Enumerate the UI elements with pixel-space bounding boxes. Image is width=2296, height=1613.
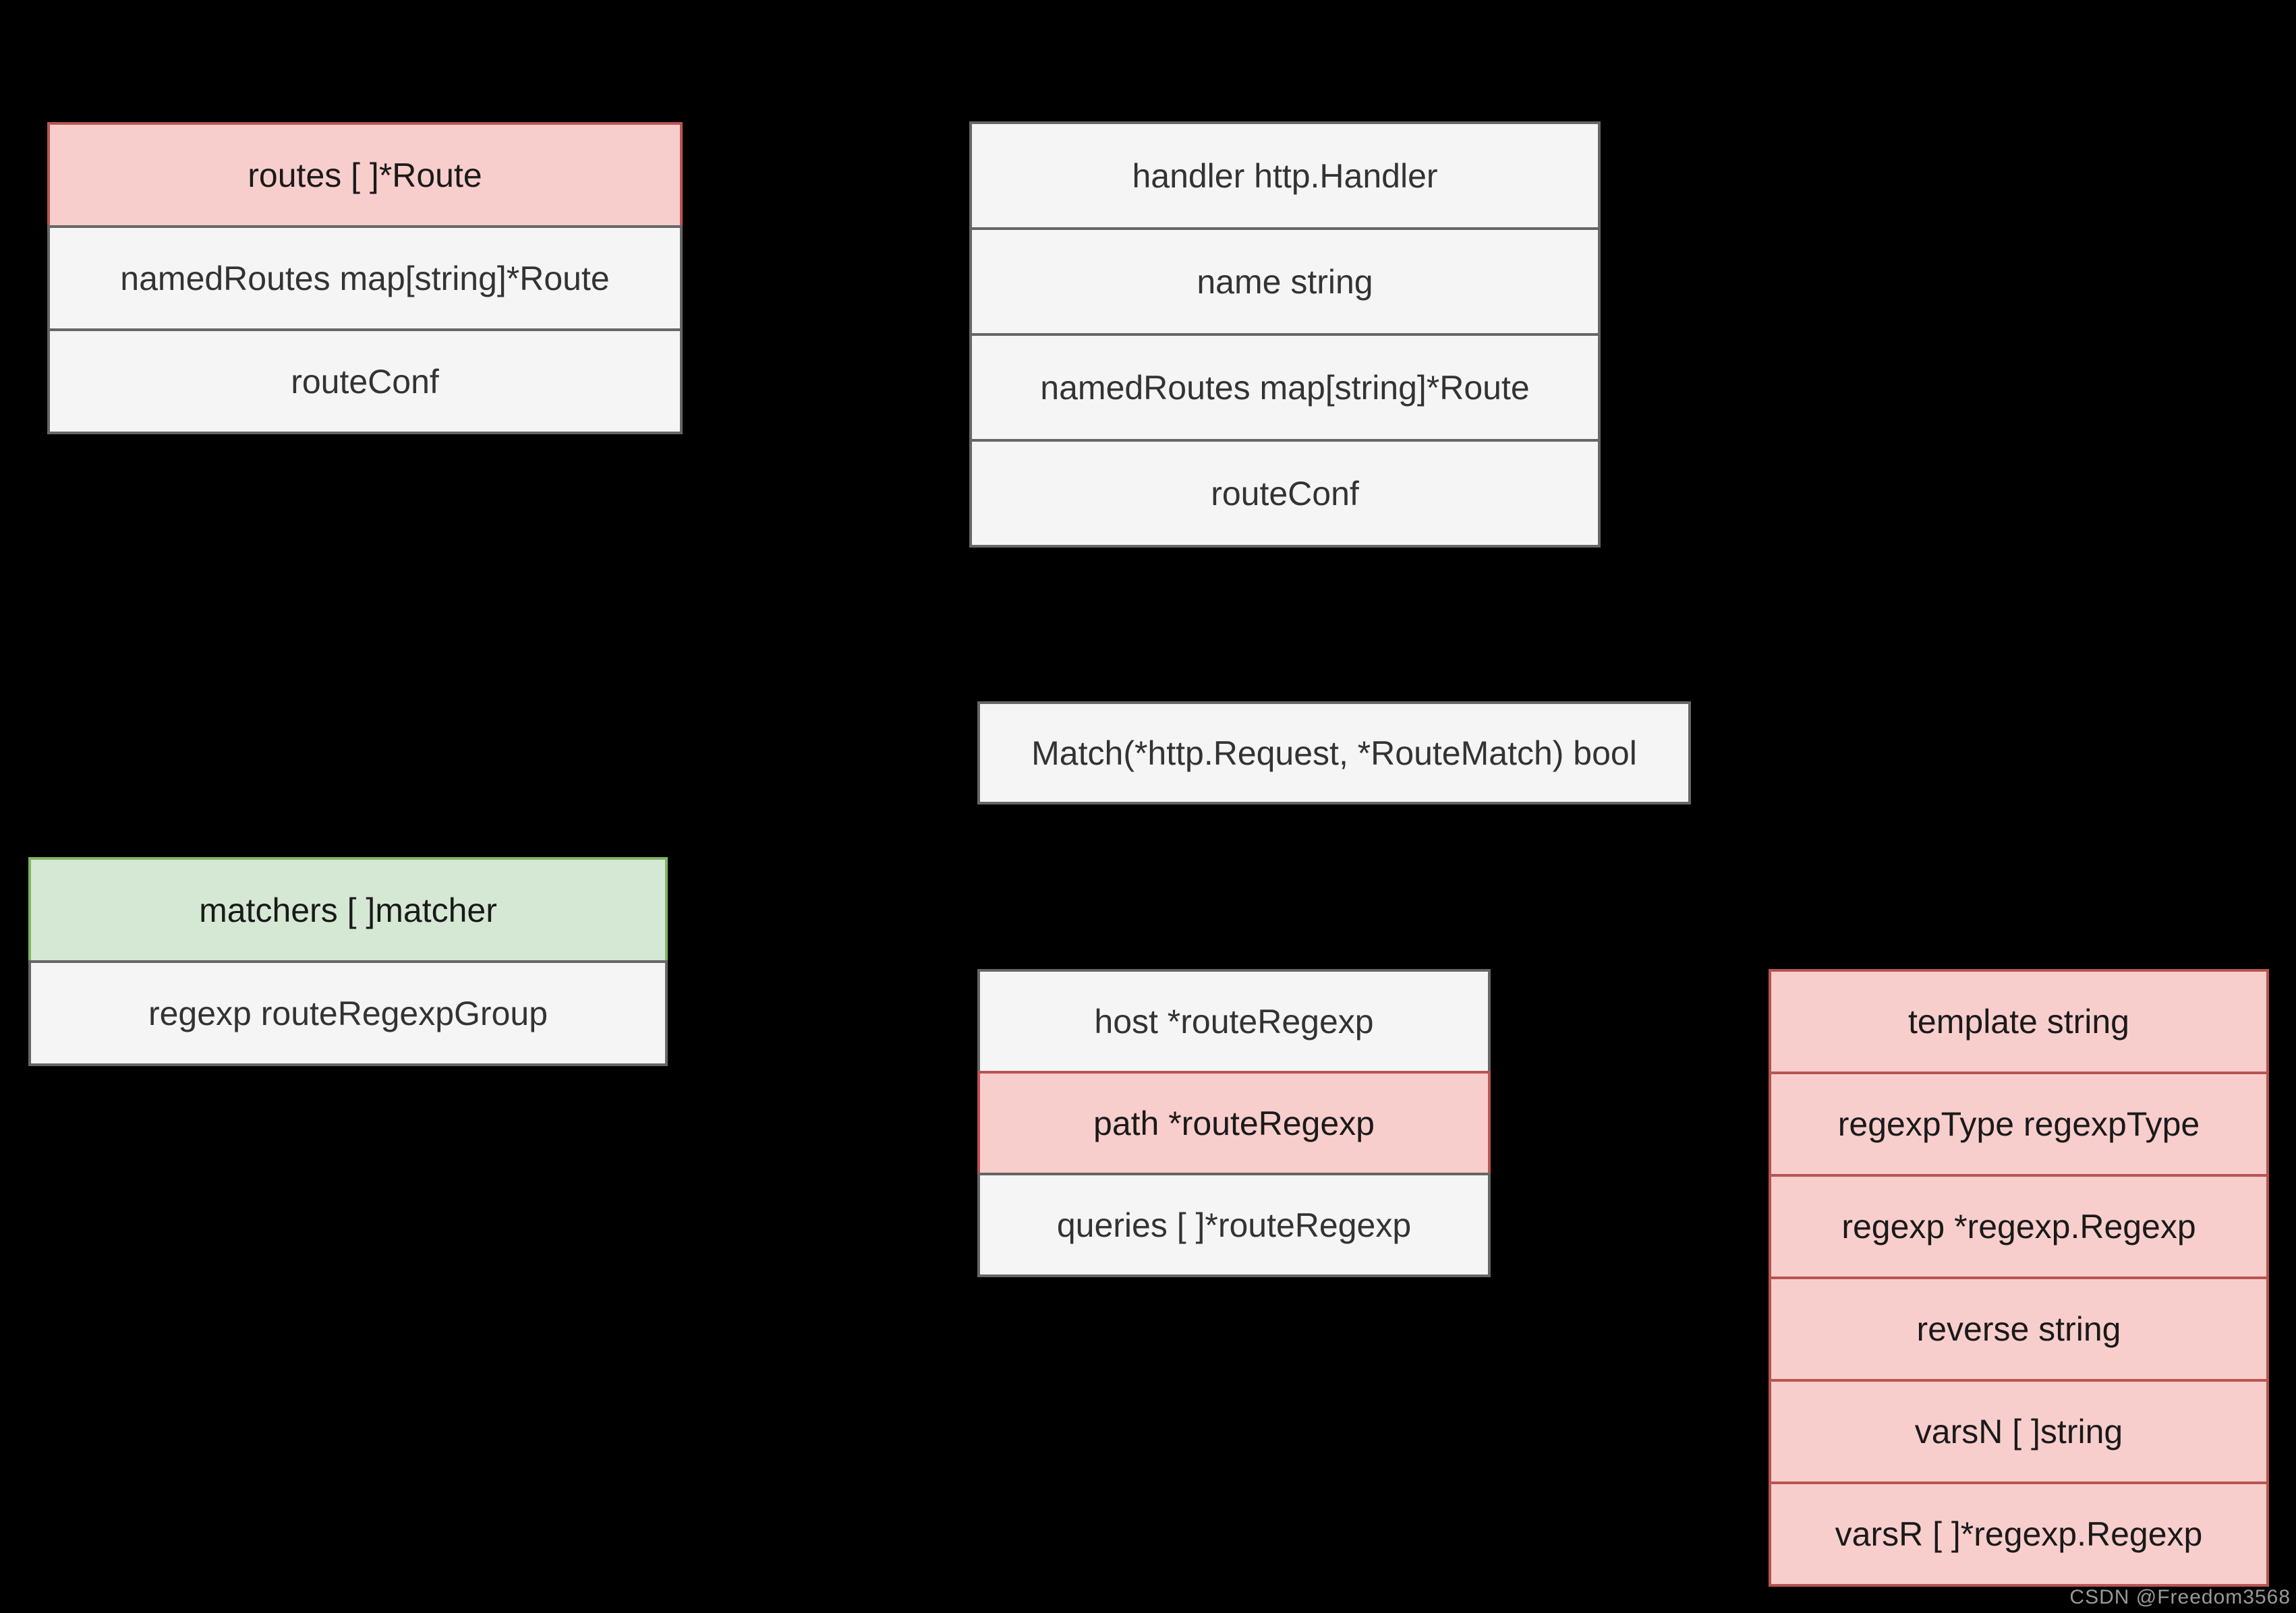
field-label: routes [ ]*Route [248,156,482,194]
route-regexp-struct-box: template string regexpType regexpType re… [1769,969,2269,1587]
field-label: host *routeRegexp [1094,1002,1374,1040]
field-label: reverse string [1916,1310,2121,1348]
field-label: matchers [ ]matcher [199,891,497,929]
field-label: regexp routeRegexpGroup [148,994,548,1032]
struct-field-row: queries [ ]*routeRegexp [977,1173,1491,1277]
field-label: template string [1908,1003,2129,1040]
field-label: handler http.Handler [1132,156,1438,195]
struct-field-row: routeConf [47,328,683,434]
struct-field-row: handler http.Handler [969,121,1601,230]
router-struct-box: routes [ ]*Route namedRoutes map[string]… [47,122,683,434]
struct-field-row: namedRoutes map[string]*Route [47,225,683,331]
route-conf-struct-box: matchers [ ]matcher regexp routeRegexpGr… [28,857,668,1066]
csdn-watermark: CSDN @Freedom3568 [2069,1586,2291,1608]
field-label: path *routeRegexp [1093,1104,1375,1142]
field-label: namedRoutes map[string]*Route [1040,368,1530,407]
matcher-interface-box: Match(*http.Request, *RouteMatch) bool [977,701,1691,804]
struct-field-row: template string [1769,969,2269,1074]
struct-field-row: namedRoutes map[string]*Route [969,333,1601,442]
field-label: routeConf [291,362,439,401]
struct-field-row: routeConf [969,439,1601,548]
field-label: queries [ ]*routeRegexp [1056,1206,1412,1244]
struct-field-row: path *routeRegexp [977,1071,1491,1175]
field-label: namedRoutes map[string]*Route [120,259,610,297]
method-row: Match(*http.Request, *RouteMatch) bool [977,701,1691,804]
field-label: name string [1197,262,1373,301]
struct-field-row: reverse string [1769,1277,2269,1382]
struct-field-row: name string [969,227,1601,336]
struct-field-row: regexpType regexpType [1769,1072,2269,1177]
field-label: regexpType regexpType [1837,1105,2200,1143]
field-label: varsN [ ]string [1914,1413,2123,1450]
route-regexp-group-struct-box: host *routeRegexp path *routeRegexp quer… [977,969,1491,1277]
struct-field-row: routes [ ]*Route [47,122,683,228]
route-struct-box: handler http.Handler name string namedRo… [969,121,1601,548]
field-label: regexp *regexp.Regexp [1841,1208,2196,1245]
struct-field-row: matchers [ ]matcher [28,857,668,963]
struct-field-row: host *routeRegexp [977,969,1491,1074]
struct-field-row: regexp routeRegexpGroup [28,960,668,1066]
field-label: routeConf [1211,474,1359,512]
field-label: varsR [ ]*regexp.Regexp [1835,1515,2203,1553]
method-label: Match(*http.Request, *RouteMatch) bool [1031,734,1637,772]
struct-field-row: varsR [ ]*regexp.Regexp [1769,1482,2269,1587]
struct-field-row: varsN [ ]string [1769,1379,2269,1484]
struct-field-row: regexp *regexp.Regexp [1769,1174,2269,1279]
